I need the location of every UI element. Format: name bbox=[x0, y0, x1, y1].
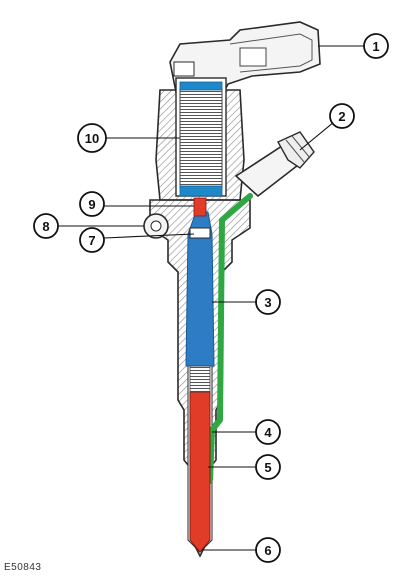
control-valve bbox=[189, 197, 211, 239]
callout-10: 10 bbox=[77, 123, 107, 153]
callout-9: 9 bbox=[79, 191, 105, 217]
svg-text:1: 1 bbox=[372, 39, 379, 54]
leader-7 bbox=[103, 233, 195, 239]
solenoid-coil bbox=[179, 81, 223, 197]
svg-text:2: 2 bbox=[338, 109, 345, 124]
callout-7: 7 bbox=[79, 227, 105, 253]
callout-2: 2 bbox=[329, 103, 355, 129]
svg-text:6: 6 bbox=[264, 543, 271, 558]
needle-spring bbox=[189, 365, 211, 393]
figure-id: E50843 bbox=[4, 562, 42, 573]
callout-6: 6 bbox=[255, 537, 281, 563]
callout-3: 3 bbox=[255, 289, 281, 315]
svg-text:8: 8 bbox=[42, 219, 49, 234]
leader-2 bbox=[299, 121, 335, 151]
svg-text:10: 10 bbox=[85, 131, 99, 146]
callout-8: 8 bbox=[33, 213, 59, 239]
svg-text:5: 5 bbox=[264, 460, 271, 475]
fuel-inlet-connector bbox=[234, 131, 315, 198]
electrical-connector bbox=[169, 21, 321, 93]
callout-5: 5 bbox=[255, 454, 281, 480]
nozzle-needle bbox=[189, 391, 211, 553]
callout-1: 1 bbox=[363, 33, 389, 59]
svg-text:7: 7 bbox=[88, 233, 95, 248]
leak-off-connector bbox=[143, 213, 169, 239]
svg-text:4: 4 bbox=[264, 425, 272, 440]
svg-text:9: 9 bbox=[88, 197, 95, 212]
svg-text:3: 3 bbox=[264, 295, 271, 310]
callout-4: 4 bbox=[255, 419, 281, 445]
